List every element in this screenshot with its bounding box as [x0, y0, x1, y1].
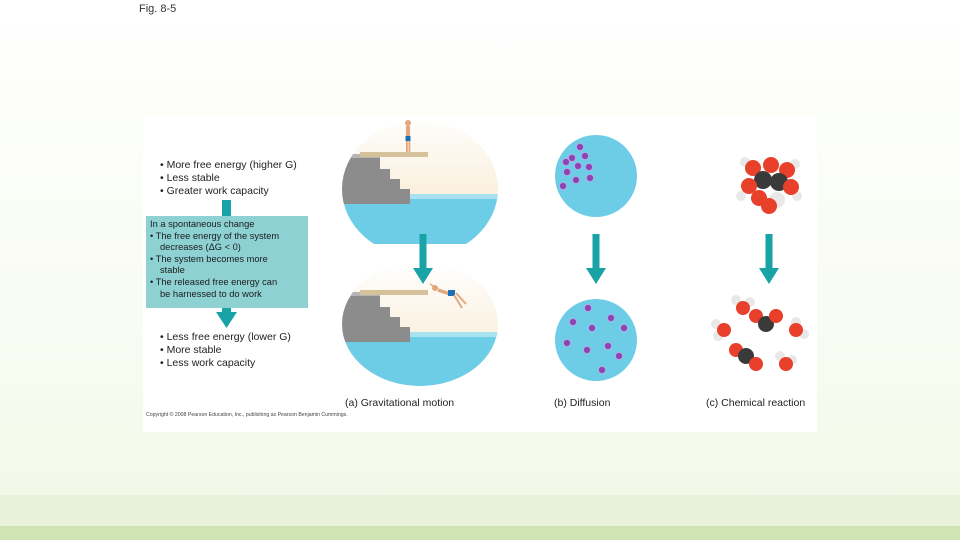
figure-label: Fig. 8-5 [139, 3, 177, 15]
list-item: • Greater work capacity [160, 184, 269, 197]
spontaneous-change-box: In a spontaneous change • The free energ… [146, 216, 308, 308]
list-item: • More free energy (higher G) [160, 159, 297, 171]
reactant-molecule-icon [736, 157, 802, 214]
box-line: decreases (ΔG < 0) [160, 242, 241, 253]
product-molecules-illustration [711, 295, 809, 371]
co2-molecule-icon [729, 343, 763, 371]
box-line: • The system becomes more [150, 253, 268, 264]
lower-energy-list: • Less free energy (lower G) • More stab… [160, 331, 291, 369]
water-molecule-icon [711, 319, 731, 341]
diffusion-concentrated-illustration [555, 135, 637, 217]
reactant-molecule-illustration [736, 157, 802, 214]
list-item: • Less free energy (lower G) [160, 331, 291, 343]
diver-on-board-illustration [342, 120, 498, 244]
box-line: • The released free energy can [150, 276, 278, 287]
higher-energy-list: • More free energy (higher G) • Less sta… [160, 159, 297, 197]
copyright-notice: Copyright © 2008 Pearson Education, Inc.… [146, 412, 348, 418]
down-arrow-b [586, 234, 606, 284]
solute-molecules [563, 304, 628, 374]
diver-diving-illustration [342, 262, 498, 386]
list-item: • More stable [160, 343, 222, 356]
water-molecule-icon [789, 317, 809, 339]
box-line: stable [160, 265, 185, 276]
caption-chemical-reaction: (c) Chemical reaction [706, 397, 806, 409]
diver-icon [405, 120, 411, 152]
water-molecule-icon [775, 351, 797, 371]
water-molecule-icon [731, 295, 755, 315]
box-line: • The free energy of the system [150, 230, 280, 241]
diving-person-icon [429, 283, 467, 309]
footer-band-bottom [0, 526, 960, 540]
box-line: be harnessed to do work [160, 288, 262, 299]
diffusion-spread-illustration [555, 299, 637, 381]
list-item: • Less stable [160, 171, 220, 184]
down-arrow-a [413, 234, 433, 284]
caption-diffusion: (b) Diffusion [554, 397, 611, 409]
solute-molecules [559, 143, 594, 190]
list-item: • Less work capacity [160, 356, 256, 369]
co2-molecule-icon [749, 309, 783, 332]
footer-band [0, 495, 960, 526]
box-heading: In a spontaneous change [150, 219, 255, 229]
caption-gravitational-motion: (a) Gravitational motion [345, 397, 455, 409]
down-arrow-c [759, 234, 779, 284]
